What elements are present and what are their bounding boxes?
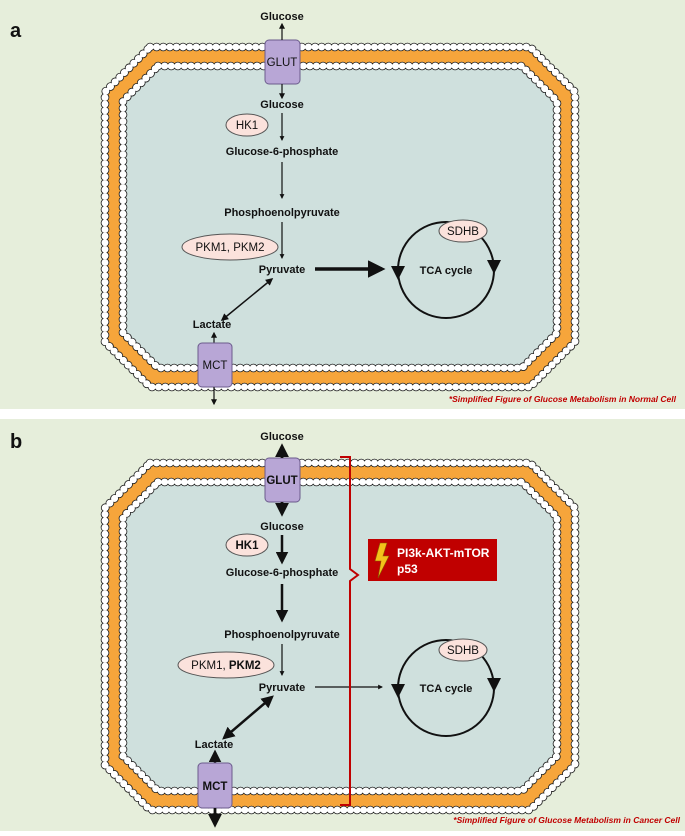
tca-arrowhead-left xyxy=(391,684,405,698)
tca-cycle: SDHB TCA cycle xyxy=(391,219,501,319)
signaling-pathway-label: PI3k-AKT-mTOR xyxy=(397,546,490,560)
panel-a-caption: *Simplified Figure of Glucose Metabolism… xyxy=(449,394,677,404)
panel-b: b GLUT Glucose Glucose HK1 Glucose-6-pho… xyxy=(0,419,685,831)
cytoplasm xyxy=(123,482,557,791)
cell-membrane xyxy=(100,458,580,815)
g6p-label: Glucose-6-phosphate xyxy=(226,567,338,579)
glut-label: GLUT xyxy=(266,475,297,487)
glut-label: GLUT xyxy=(267,57,298,69)
pkm-enzymes: PKM1, PKM2 xyxy=(177,651,275,679)
cytoplasm xyxy=(123,66,557,368)
mct-label: MCT xyxy=(203,781,228,793)
pyruvate-lactate-arrow xyxy=(220,278,274,321)
pyruvate-label: Pyruvate xyxy=(259,682,305,694)
membrane-outer-beads xyxy=(101,459,579,814)
sdhb-label: SDHB xyxy=(447,226,479,238)
pkm2-label: PKM2 xyxy=(229,660,261,672)
pep-label: Phosphoenolpyruvate xyxy=(224,629,340,641)
mct-transporter: MCT xyxy=(197,762,233,809)
hk1-label: HK1 xyxy=(235,540,259,552)
tca-arrowhead-right xyxy=(487,678,501,692)
pkm-label: PKM1, PKM2 xyxy=(195,242,264,254)
panel-b-letter: b xyxy=(10,431,22,453)
pkm1-label: PKM1, xyxy=(191,660,229,672)
mct-label: MCT xyxy=(203,360,228,372)
panel-a: a GLUT Glucose Glucose HK1 Glucose-6-pho… xyxy=(0,0,685,409)
panel-b-caption: *Simplified Figure of Glucose Metabolism… xyxy=(453,815,680,825)
lactate-label: Lactate xyxy=(195,739,234,751)
regulation-bracket xyxy=(340,456,360,806)
g6p-label: Glucose-6-phosphate xyxy=(226,146,338,158)
tca-arrowhead-left xyxy=(391,266,405,280)
glucose-extracellular-label: Glucose xyxy=(260,11,303,23)
membrane-inner-beads xyxy=(119,478,561,795)
lightning-icon xyxy=(374,542,390,579)
glucose-extracellular-label: Glucose xyxy=(260,431,303,443)
hk1-label: HK1 xyxy=(236,120,258,132)
signaling-box: PI3k-AKT-mTOR p53 xyxy=(368,539,497,581)
membrane-inner-beads xyxy=(119,62,561,372)
hk1-enzyme: HK1 xyxy=(225,113,269,137)
cell-membrane xyxy=(100,42,580,392)
tca-cycle-label: TCA cycle xyxy=(420,265,473,277)
pyruvate-lactate-arrow xyxy=(222,695,274,740)
sdhb-label: SDHB xyxy=(447,645,479,657)
glut-transporter: GLUT xyxy=(264,457,301,503)
tca-arrowhead-right xyxy=(487,260,501,274)
pkm-label: PKM1, PKM2 xyxy=(191,660,261,672)
glucose-intracellular-label: Glucose xyxy=(260,521,303,533)
membrane-outer-beads xyxy=(101,43,579,391)
lactate-label: Lactate xyxy=(193,319,232,331)
glucose-intracellular-label: Glucose xyxy=(260,99,303,111)
pkm-enzymes: PKM1, PKM2 xyxy=(181,233,279,261)
sdhb-enzyme xyxy=(438,638,488,662)
panel-a-letter: a xyxy=(10,20,22,42)
p53-label: p53 xyxy=(397,562,418,576)
pep-label: Phosphoenolpyruvate xyxy=(224,207,340,219)
tca-cycle: SDHB TCA cycle xyxy=(391,638,501,737)
sdhb-enzyme xyxy=(438,219,488,243)
tca-cycle-label: TCA cycle xyxy=(420,683,473,695)
mct-transporter: MCT xyxy=(197,342,233,388)
glut-transporter: GLUT xyxy=(264,39,301,85)
hk1-enzyme: HK1 xyxy=(225,533,269,557)
pyruvate-label: Pyruvate xyxy=(259,264,305,276)
